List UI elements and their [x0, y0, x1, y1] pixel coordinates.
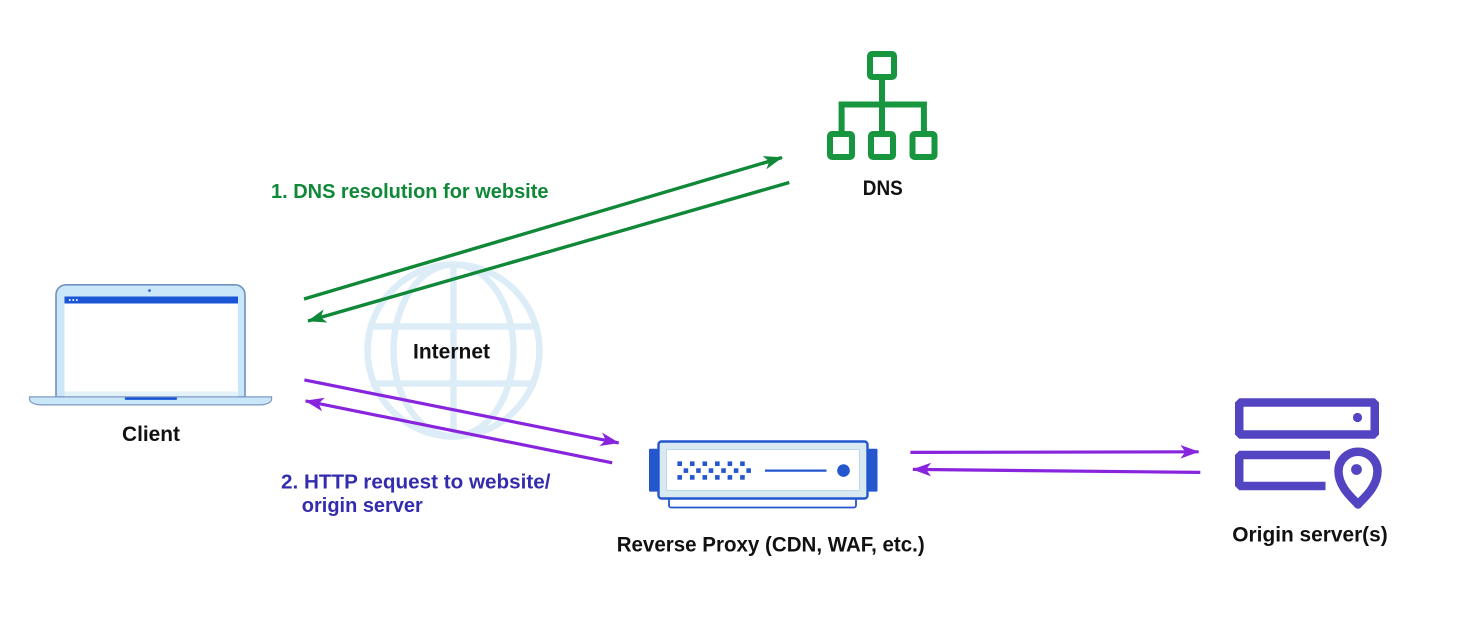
svg-text:Client: Client — [122, 423, 180, 446]
svg-text:Origin server(s): Origin server(s) — [1232, 524, 1387, 547]
svg-text:DNS: DNS — [863, 177, 903, 200]
svg-text:origin server: origin server — [302, 495, 423, 517]
svg-text:1. DNS resolution for website: 1. DNS resolution for website — [271, 181, 549, 203]
svg-text:Reverse Proxy (CDN, WAF, etc.): Reverse Proxy (CDN, WAF, etc.) — [617, 534, 925, 557]
svg-text:2. HTTP request to website/: 2. HTTP request to website/ — [281, 472, 551, 494]
svg-text:Internet: Internet — [413, 341, 490, 364]
